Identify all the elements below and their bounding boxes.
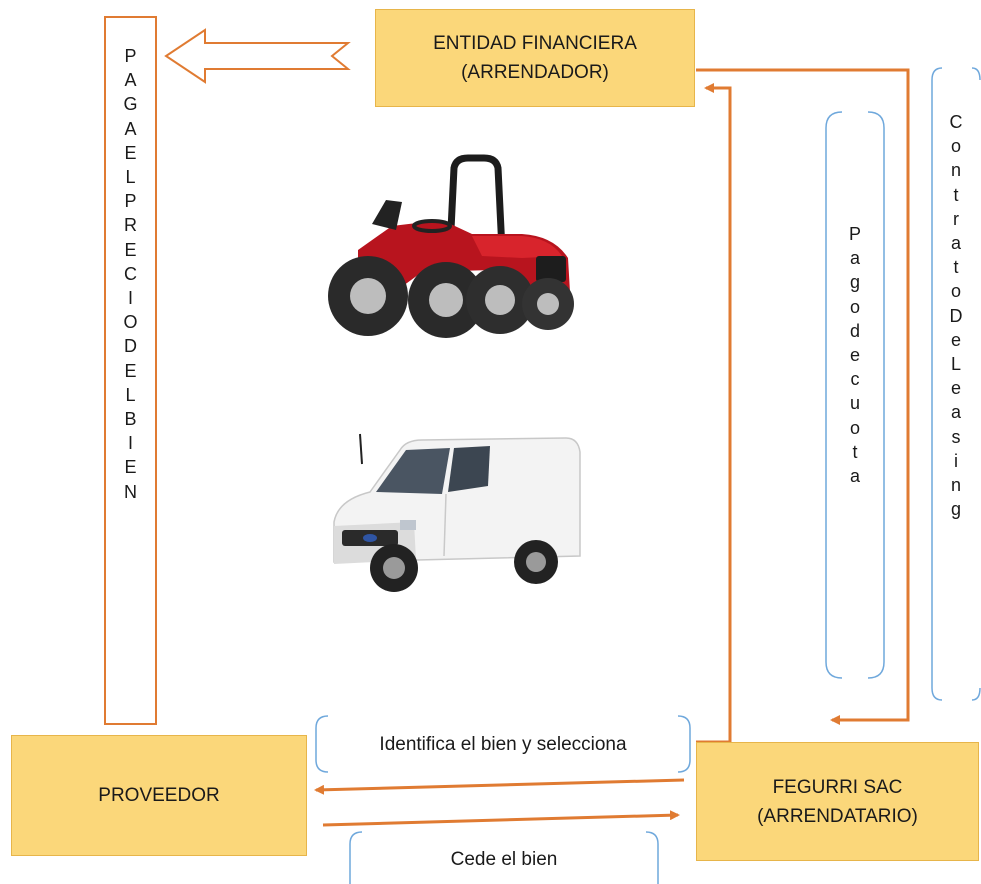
fegurri-role: (ARRENDATARIO): [757, 805, 918, 827]
pago-precio-box: P A G A E L P R E C I O D E L B I E N: [104, 16, 157, 725]
cede-label: Cede el bien: [450, 849, 558, 870]
pago-cuota-text: P a g o d e c u o t a: [848, 224, 861, 487]
pago-precio-text: P A G A E L P R E C I O D E L B I E N: [123, 46, 138, 502]
entidad-financiera-box: ENTIDAD FINANCIERA (ARRENDADOR): [375, 9, 695, 107]
bracket-identifica: [315, 715, 691, 773]
fegurri-title: FEGURRI SAC: [772, 776, 903, 798]
proveedor-label: PROVEEDOR: [98, 785, 220, 806]
arrow-proveedor-to-fegurri: [322, 810, 680, 827]
contrato-leasing-label: C o n t r a t o D e L e a s i n g: [936, 110, 976, 670]
arrow-fegurri-to-financiera: [696, 83, 732, 744]
bracket-pago-cuota: [825, 111, 885, 679]
bracket-cede: [349, 831, 659, 884]
arrow-financiera-to-fegurri: [696, 68, 910, 725]
entidad-financiera-role: (ARRENDADOR): [461, 62, 609, 83]
transfer-outline-arrow: [164, 28, 351, 84]
van-image: [333, 433, 581, 592]
identifica-label: Identifica el bien y selecciona: [379, 734, 627, 755]
proveedor-box: PROVEEDOR: [11, 735, 307, 856]
pago-cuota-label: P a g o d e c u o t a: [830, 222, 880, 582]
entidad-financiera-title: ENTIDAD FINANCIERA: [433, 33, 637, 54]
tractor-image: [328, 154, 574, 338]
contrato-leasing-text: C o n t r a t o D e L e a s i n g: [949, 112, 963, 520]
fegurri-box: FEGURRI SAC (ARRENDATARIO): [696, 742, 979, 861]
arrow-fegurri-to-proveedor: [314, 778, 685, 795]
bracket-contrato: [931, 67, 981, 701]
